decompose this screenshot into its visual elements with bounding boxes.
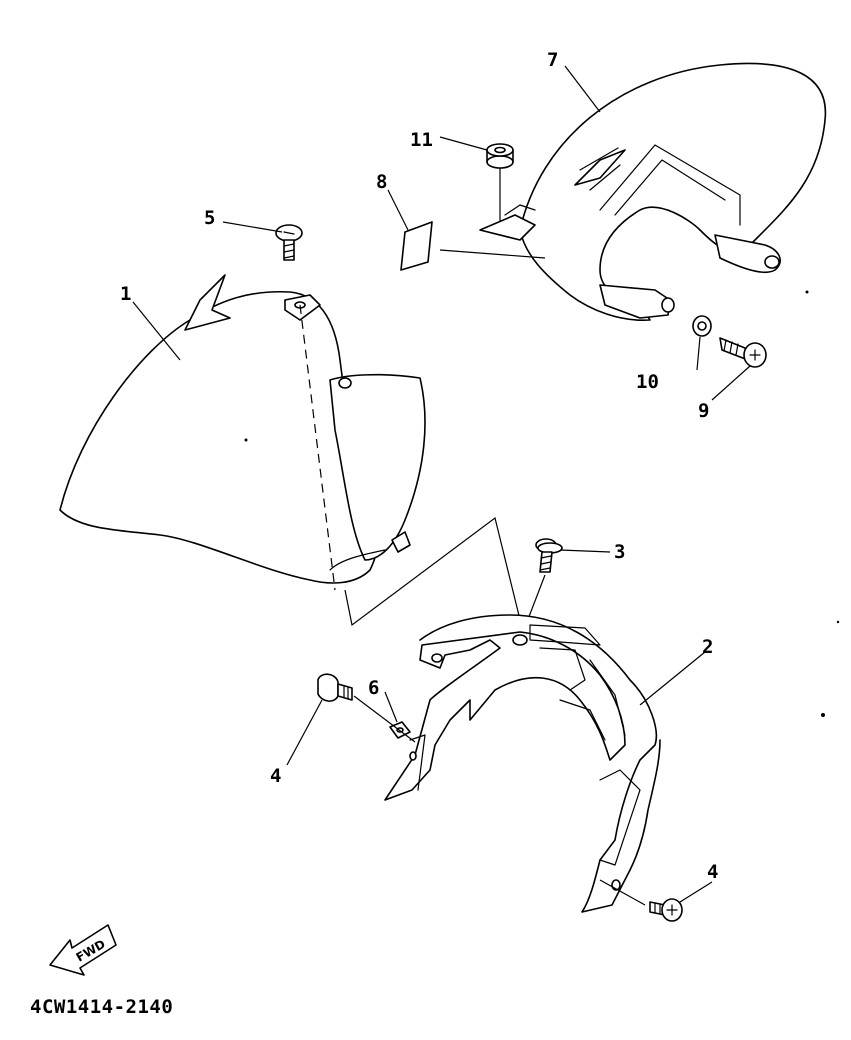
part-4-bolt-right [649,898,683,922]
scan-specks [244,290,840,717]
fwd-arrow-icon: FWD [49,924,117,976]
dashed-alignment-line [299,304,336,591]
callout-10: 10 [636,371,659,393]
callout-8: 8 [376,171,387,193]
callout-5: 5 [204,207,215,229]
callout-4-left: 4 [270,765,281,787]
part-4-bolt-left [317,673,353,702]
part-10-washer [692,315,712,337]
part-2-inner-fender [384,614,661,913]
callout-2: 2 [702,636,713,658]
part-3-screw [519,538,563,641]
part-8-label [400,221,433,271]
reference-line [344,516,526,641]
callout-3: 3 [614,541,625,563]
part-9-bolt [719,337,767,368]
part-1-front-fender [59,274,426,584]
part-5-screw [275,224,303,261]
callout-4-right: 4 [707,861,718,883]
part-code: 4CW1414-2140 [30,996,174,1018]
part-11-grommet [486,143,514,222]
callout-6: 6 [368,677,379,699]
part-7-rear-fender [439,62,827,321]
callout-9: 9 [698,400,709,422]
callout-7: 7 [547,49,558,71]
callout-11: 11 [410,129,433,151]
callout-1: 1 [120,283,131,305]
callout-leaders [132,65,751,906]
